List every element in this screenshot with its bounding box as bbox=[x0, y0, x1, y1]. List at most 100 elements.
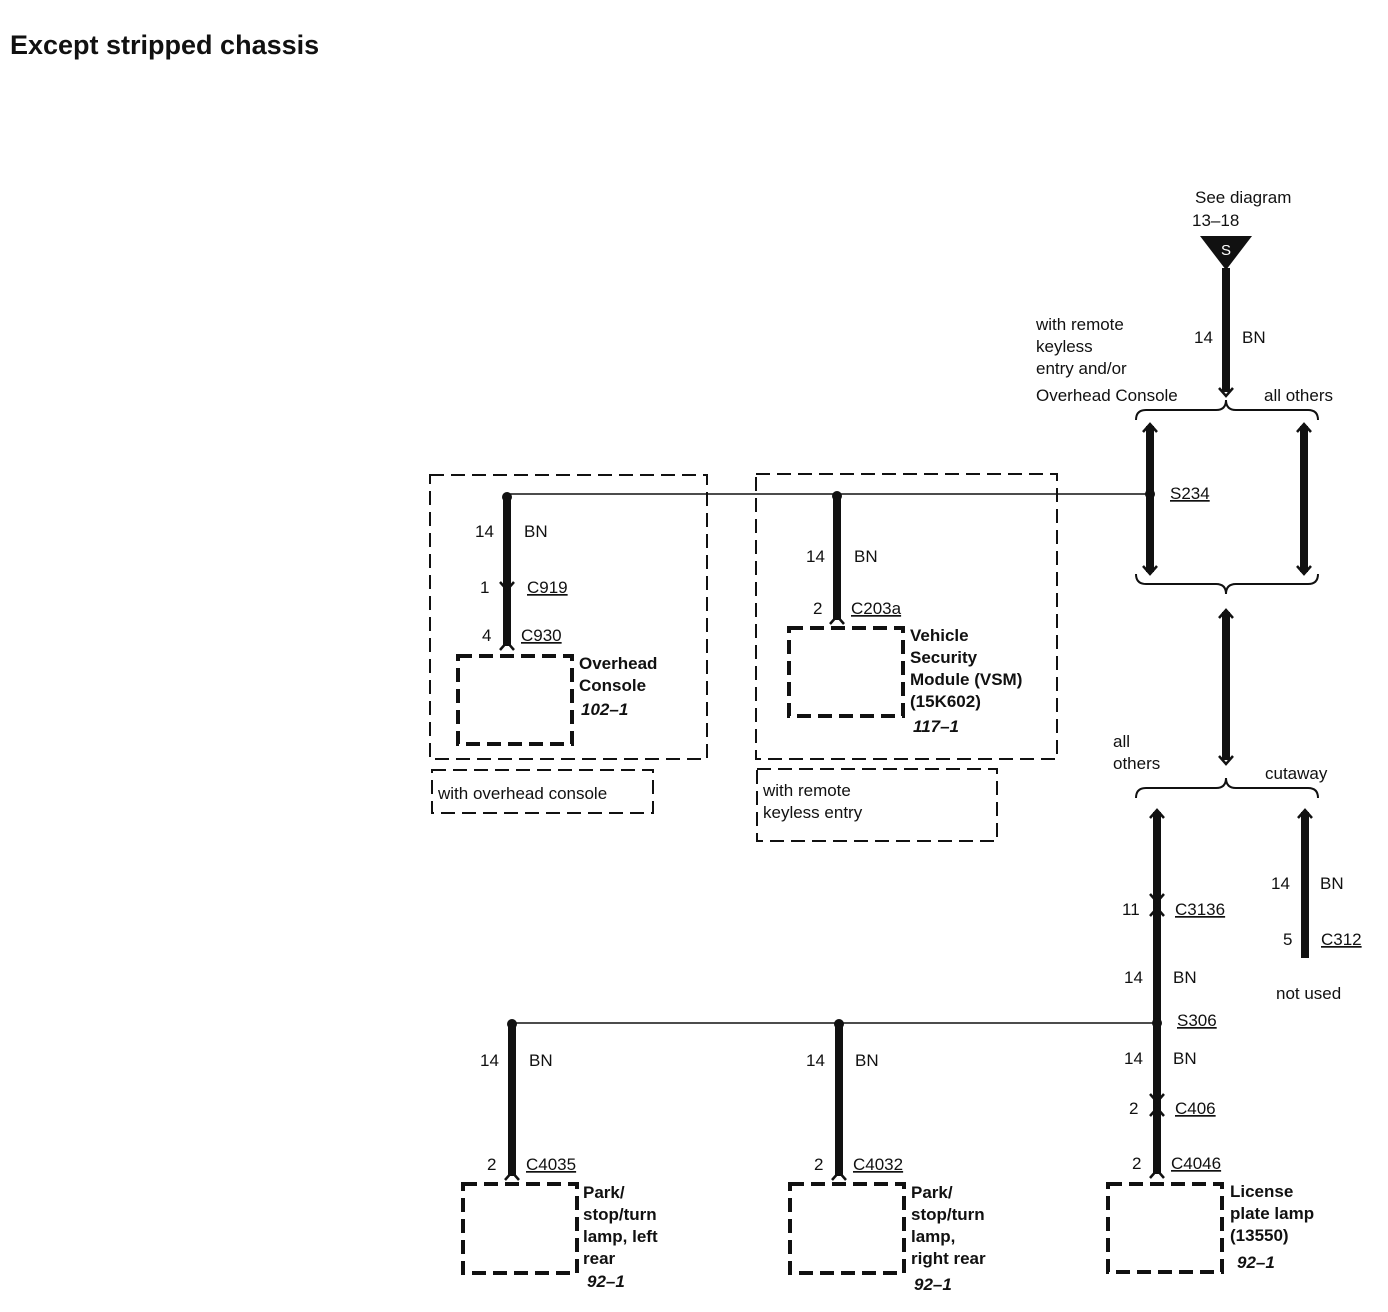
vsm-gauge: 14 bbox=[806, 547, 825, 566]
branch-right-top-icon bbox=[1296, 422, 1312, 433]
left-rear-conn: C4035 bbox=[526, 1155, 576, 1174]
license-name-3: (13550) bbox=[1230, 1226, 1289, 1245]
c4046-icon bbox=[1149, 1168, 1165, 1179]
c406-icon bbox=[1149, 1093, 1165, 1104]
page-title: Except stripped chassis bbox=[10, 30, 320, 60]
branch-top-left-1: with remote bbox=[1035, 315, 1124, 334]
left-rear-component-box bbox=[461, 1182, 579, 1275]
vsm-option-label-box bbox=[756, 768, 998, 842]
left-rear-pin: 2 bbox=[487, 1155, 496, 1174]
vsm-option-box bbox=[755, 473, 1058, 760]
license-ref: 92–1 bbox=[1237, 1253, 1275, 1272]
overhead-conn1: C919 bbox=[527, 578, 568, 597]
middle-branch-brace bbox=[1135, 777, 1319, 799]
vsm-name-3: Module (VSM) bbox=[910, 670, 1022, 689]
license-conn2: C4046 bbox=[1171, 1154, 1221, 1173]
overhead-gauge: 14 bbox=[475, 522, 494, 541]
cutaway-top-icon bbox=[1297, 808, 1313, 819]
source-wire-arrow-icon bbox=[1218, 387, 1234, 398]
right-rear-name-2: stop/turn bbox=[911, 1205, 985, 1224]
source-connector: S See diagram 13–18 bbox=[1192, 188, 1291, 270]
overhead-pin2: 4 bbox=[482, 626, 491, 645]
license-color: BN bbox=[1173, 1049, 1197, 1068]
top-branch-brace bbox=[1135, 399, 1319, 421]
overhead-name-1: Overhead bbox=[579, 654, 657, 673]
all-others-gauge: 14 bbox=[1124, 968, 1143, 987]
license-conn1: C406 bbox=[1175, 1099, 1216, 1118]
right-rear-gauge: 14 bbox=[806, 1051, 825, 1070]
right-rear-conn: C4032 bbox=[853, 1155, 903, 1174]
splice-s234-label: S234 bbox=[1170, 484, 1210, 503]
all-others-color: BN bbox=[1173, 968, 1197, 987]
vsm-name-4: (15K602) bbox=[910, 692, 981, 711]
see-diagram-number: 13–18 bbox=[1192, 211, 1239, 230]
left-rear-name-2: stop/turn bbox=[583, 1205, 657, 1224]
middle-wire-top-icon bbox=[1218, 608, 1234, 619]
vsm-name-1: Vehicle bbox=[910, 626, 969, 645]
license-name-1: License bbox=[1230, 1182, 1293, 1201]
branch-mid-left-2: others bbox=[1113, 754, 1160, 773]
branch-left-top-icon bbox=[1142, 422, 1158, 433]
overhead-color: BN bbox=[524, 522, 548, 541]
cutaway-conn: C312 bbox=[1321, 930, 1362, 949]
overhead-option-box bbox=[429, 474, 708, 760]
license-component-box bbox=[1106, 1182, 1224, 1274]
branch-top-left-4: Overhead Console bbox=[1036, 386, 1178, 405]
left-rear-conn-icon bbox=[504, 1170, 520, 1181]
right-rear-ref: 92–1 bbox=[914, 1275, 952, 1294]
cutaway-pin: 5 bbox=[1283, 930, 1292, 949]
branch-top-left-3: entry and/or bbox=[1036, 359, 1127, 378]
c3136-bottom-icon bbox=[1149, 906, 1165, 917]
middle-wire-bottom-icon bbox=[1218, 755, 1234, 766]
branch-top-right: all others bbox=[1264, 386, 1333, 405]
license-gauge: 14 bbox=[1124, 1049, 1143, 1068]
vsm-color: BN bbox=[854, 547, 878, 566]
branch-top-left-2: keyless bbox=[1036, 337, 1093, 356]
cutaway-color: BN bbox=[1320, 874, 1344, 893]
right-rear-conn-icon bbox=[831, 1170, 847, 1181]
right-rear-name-3: lamp, bbox=[911, 1227, 955, 1246]
vsm-pin: 2 bbox=[813, 599, 822, 618]
c406-bottom-icon bbox=[1149, 1106, 1165, 1117]
branch-mid-left-1: all bbox=[1113, 732, 1130, 751]
right-rear-name-1: Park/ bbox=[911, 1183, 953, 1202]
all-others-top-icon bbox=[1149, 808, 1165, 819]
vsm-option-1: with remote bbox=[762, 781, 851, 800]
vsm-option-2: keyless entry bbox=[763, 803, 863, 822]
source-wire-gauge: 14 bbox=[1194, 328, 1213, 347]
left-rear-name-1: Park/ bbox=[583, 1183, 625, 1202]
left-rear-ref: 92–1 bbox=[587, 1272, 625, 1291]
license-pin2: 2 bbox=[1132, 1154, 1141, 1173]
vsm-ref: 117–1 bbox=[913, 717, 959, 736]
right-rear-name-4: right rear bbox=[911, 1249, 986, 1268]
c3136-conn: C3136 bbox=[1175, 900, 1225, 919]
left-rear-gauge: 14 bbox=[480, 1051, 499, 1070]
left-rear-color: BN bbox=[529, 1051, 553, 1070]
vsm-conn: C203a bbox=[851, 599, 902, 618]
source-triangle-icon bbox=[1200, 236, 1252, 270]
c3136-pin: 11 bbox=[1122, 900, 1140, 919]
overhead-ref: 102–1 bbox=[581, 700, 628, 719]
cutaway-note: not used bbox=[1276, 984, 1341, 1003]
overhead-pin1: 1 bbox=[480, 578, 489, 597]
right-rear-component-box bbox=[788, 1182, 906, 1275]
overhead-conn2: C930 bbox=[521, 626, 562, 645]
vsm-c203a-icon bbox=[829, 614, 845, 625]
splice-s306-label: S306 bbox=[1177, 1011, 1217, 1030]
license-pin1: 2 bbox=[1129, 1099, 1138, 1118]
left-rear-name-4: rear bbox=[583, 1249, 616, 1268]
branch-mid-right: cutaway bbox=[1265, 764, 1328, 783]
vsm-component-box bbox=[787, 626, 905, 718]
overhead-option-label-box bbox=[431, 769, 654, 814]
cutaway-gauge: 14 bbox=[1271, 874, 1290, 893]
branch-right-bottom-icon bbox=[1296, 565, 1312, 576]
c3136-icon bbox=[1149, 893, 1165, 904]
source-symbol-label: S bbox=[1221, 242, 1231, 259]
license-name-2: plate lamp bbox=[1230, 1204, 1314, 1223]
see-diagram-label: See diagram bbox=[1195, 188, 1291, 207]
vsm-name-2: Security bbox=[910, 648, 978, 667]
overhead-option-label: with overhead console bbox=[437, 784, 607, 803]
overhead-name-2: Console bbox=[579, 676, 646, 695]
overhead-c930-icon bbox=[499, 640, 515, 651]
